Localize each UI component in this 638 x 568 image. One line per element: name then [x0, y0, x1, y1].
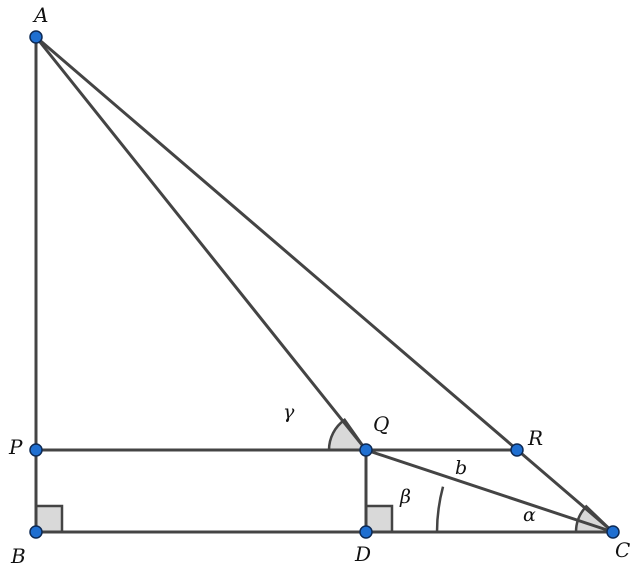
label-gamma: γ: [283, 401, 295, 423]
label-C: C: [615, 538, 630, 562]
angle-beta-arc: [435, 486, 445, 533]
label-alpha: α: [523, 504, 536, 526]
point-P[interactable]: [29, 443, 43, 457]
point-A[interactable]: [29, 30, 43, 44]
point-C[interactable]: [606, 525, 620, 539]
point-Q[interactable]: [359, 443, 373, 457]
segment-AC: [34, 35, 615, 534]
segment-QC: [364, 448, 615, 534]
point-R[interactable]: [510, 443, 524, 457]
angle-gamma-marker: [327, 418, 369, 452]
segment-AQ: [34, 35, 368, 452]
label-D: D: [354, 542, 371, 566]
label-Q: Q: [373, 412, 389, 436]
label-P: P: [8, 435, 23, 459]
point-D[interactable]: [359, 525, 373, 539]
label-R: R: [527, 426, 543, 450]
label-b: b: [455, 457, 467, 479]
point-B[interactable]: [29, 525, 43, 539]
label-A: A: [32, 3, 48, 27]
label-beta: β: [399, 486, 411, 508]
label-B: B: [10, 544, 26, 568]
